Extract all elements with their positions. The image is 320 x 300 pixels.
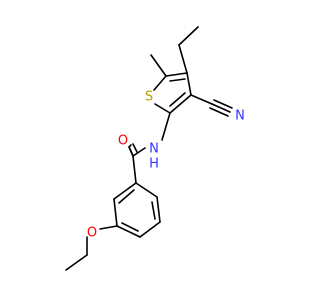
bond-ar-double-1 [151,201,156,220]
nitrile-nitrogen-label: N [235,109,245,124]
bond-cn-triple-1 [211,103,231,113]
bond-cn-triple-2 [213,99,233,109]
bond-ring-o [99,225,118,230]
amide-hydrogen-label: H [149,157,159,172]
bond-ar-2-3 [156,196,161,223]
structure-canvas: S N N H O O [65,26,245,271]
bond-ethyl-ch2-ch3 [178,26,199,46]
bond-c5-c4-double [169,78,186,82]
bond-c2-n [161,112,171,141]
bond-c3-c2 [169,94,192,114]
sulfur-atom-label: S [145,90,153,105]
ether-oxygen-label: O [87,226,97,241]
carbonyl-oxygen-label: O [118,134,128,149]
bond-ar-5-6 [113,198,118,227]
bond-ar-1-2 [135,182,158,198]
bond-carbonyl-ring [132,155,137,184]
bond-n-carbonyl [132,147,146,157]
bond-ar-3-4 [139,221,161,238]
bond-s-c5 [153,75,167,91]
bond-carbonyl-o-double-c [128,144,132,148]
bond-c5-c4 [165,72,188,77]
bond-c4-ethyl-ch2 [178,44,188,74]
bond-c5-methyl [150,54,167,77]
bond-ar-double-2 [121,222,139,232]
bond-c2-s [154,103,171,114]
amide-nitrogen-label: N [149,142,159,157]
bond-carbonyl-o-double-a [128,146,134,157]
bond-ar-6-1 [113,182,137,200]
bond-ar-4-5 [116,225,141,238]
bond-ar-double-3 [118,189,135,204]
molecule-diagram: S N N H O O [65,26,245,271]
bond-c3-c2-double [169,92,186,107]
bond-c3-cn [190,94,213,105]
bond-c4-c3 [186,72,192,96]
bond-cn-triple-3 [209,107,229,117]
bond-carbonyl-o-double-b [132,143,138,153]
bond-ch2-ch3 [65,254,88,271]
